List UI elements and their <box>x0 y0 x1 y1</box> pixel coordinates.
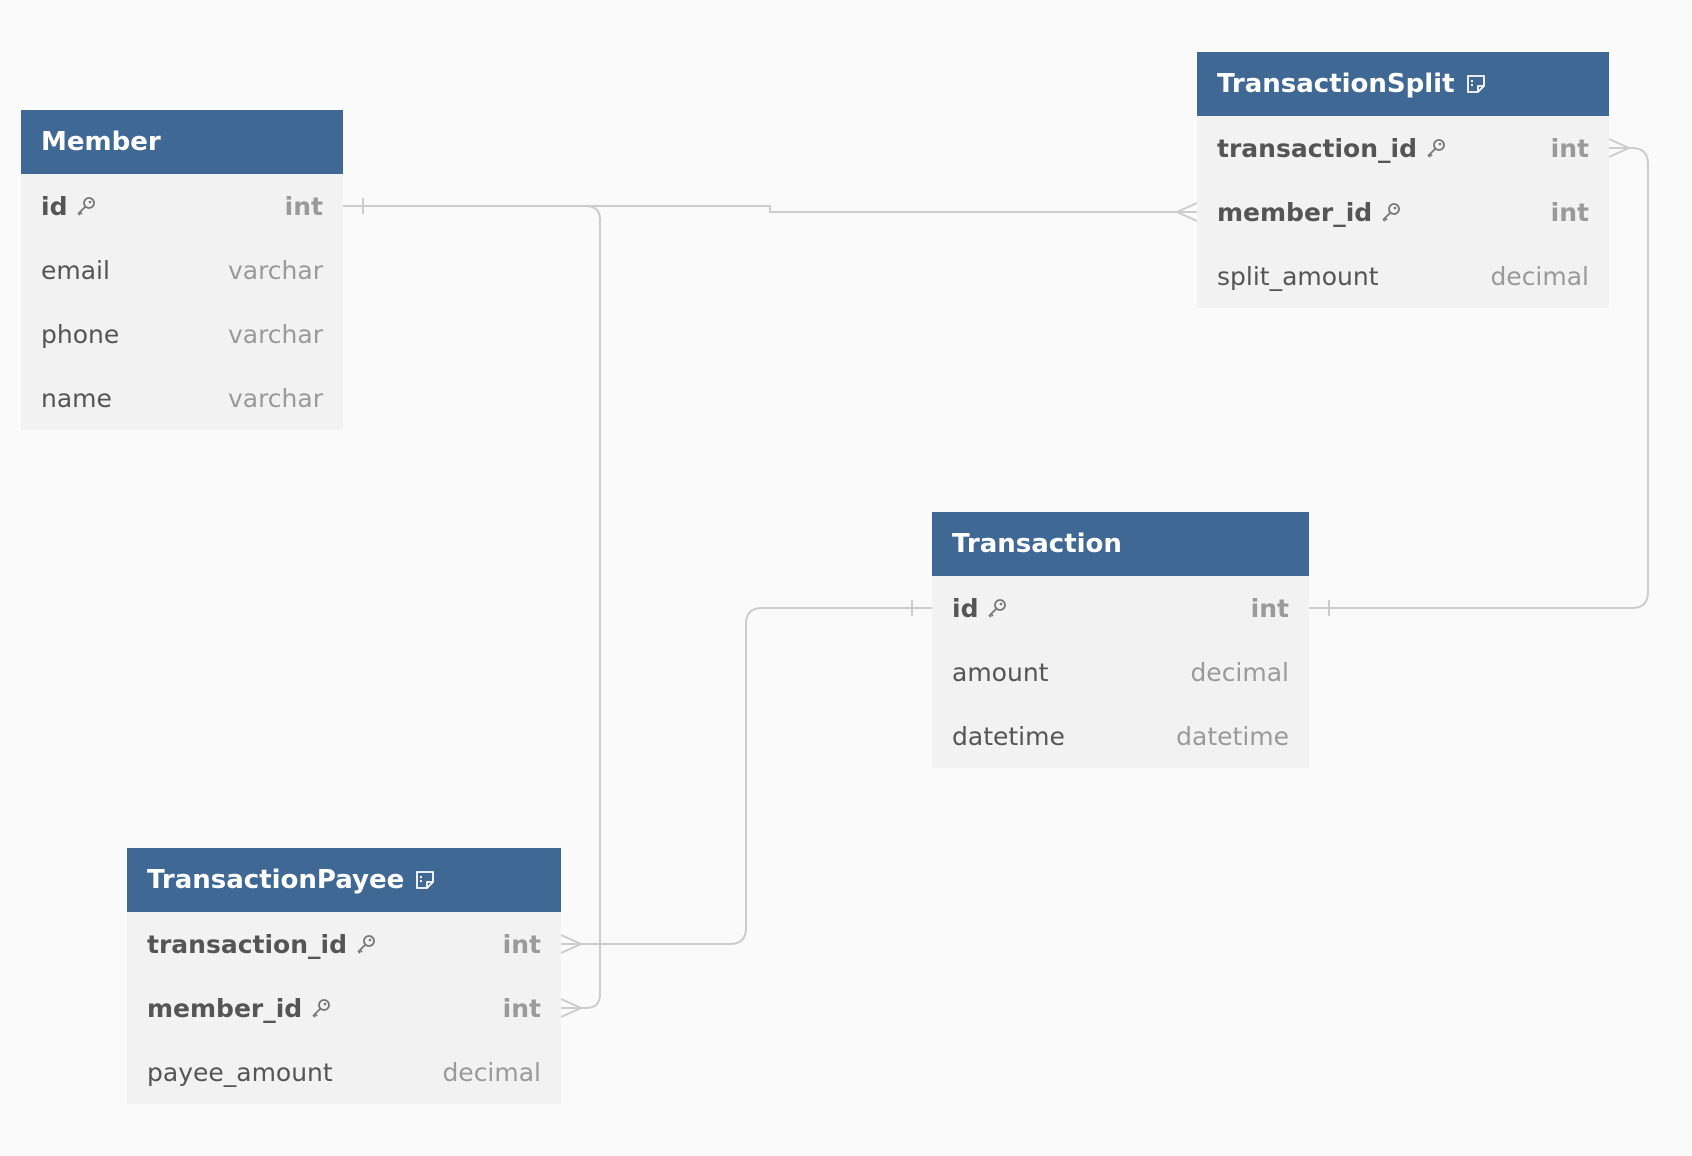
table-header-transactionpayee[interactable]: TransactionPayee <box>127 848 561 912</box>
field-name-group: member_id <box>1217 198 1402 227</box>
field-name-group: split_amount <box>1217 262 1379 291</box>
table-header-member[interactable]: Member <box>21 110 343 174</box>
field-name-group: email <box>41 256 110 285</box>
note-icon[interactable] <box>1465 73 1487 95</box>
field-name: datetime <box>952 721 1065 751</box>
field-type: int <box>502 929 541 959</box>
field-row-datetime[interactable]: datetime datetime <box>932 704 1309 768</box>
note-icon[interactable] <box>414 869 436 891</box>
key-icon <box>1425 137 1447 159</box>
many-marker <box>560 934 584 954</box>
key-icon <box>1380 201 1402 223</box>
field-name: id <box>41 191 68 221</box>
field-row-amount[interactable]: amount decimal <box>932 640 1309 704</box>
field-name: email <box>41 255 110 285</box>
connector-transaction-transactionpayee[interactable] <box>561 607 932 945</box>
field-type: varchar <box>227 319 323 349</box>
many-marker <box>560 998 584 1018</box>
table-title: Member <box>41 127 161 157</box>
field-type: int <box>502 993 541 1023</box>
many-marker <box>1608 138 1632 158</box>
field-name: payee_amount <box>147 1057 333 1087</box>
field-name-group: transaction_id <box>147 930 377 959</box>
table-header-transactionsplit[interactable]: TransactionSplit <box>1197 52 1609 116</box>
key-icon <box>355 933 377 955</box>
table-title: Transaction <box>952 529 1122 559</box>
many-marker <box>1174 202 1198 222</box>
key-icon <box>75 195 97 217</box>
field-type: decimal <box>442 1057 541 1087</box>
field-name: phone <box>41 319 120 349</box>
field-name: split_amount <box>1217 261 1379 291</box>
field-name-group: id <box>41 192 97 221</box>
field-name: transaction_id <box>1217 133 1417 163</box>
table-member[interactable]: Member id int email varchar phone varchar name v… <box>21 110 343 430</box>
field-row-transaction-id[interactable]: transaction_id int <box>1197 116 1609 180</box>
field-type: datetime <box>1176 721 1289 751</box>
field-type: varchar <box>227 255 323 285</box>
field-type: decimal <box>1190 657 1289 687</box>
field-name-group: phone <box>41 320 119 349</box>
field-row-id[interactable]: id int <box>21 174 343 238</box>
field-type: int <box>284 191 323 221</box>
table-title: TransactionPayee <box>147 865 405 895</box>
field-type: int <box>1550 133 1589 163</box>
field-type: varchar <box>227 383 323 413</box>
field-row-name[interactable]: name varchar <box>21 366 343 430</box>
field-type: int <box>1250 593 1289 623</box>
field-name: amount <box>952 657 1049 687</box>
field-row-split-amount[interactable]: split_amount decimal <box>1197 244 1609 308</box>
field-row-transaction-id[interactable]: transaction_id int <box>127 912 561 976</box>
field-name: name <box>41 383 112 413</box>
field-name-group: datetime <box>952 722 1065 751</box>
field-name-group: id <box>952 594 1008 623</box>
field-name-group: amount <box>952 658 1048 687</box>
field-type: int <box>1550 197 1589 227</box>
field-name: member_id <box>147 993 303 1023</box>
field-row-member-id[interactable]: member_id int <box>1197 180 1609 244</box>
key-icon <box>310 997 332 1019</box>
field-name-group: payee_amount <box>147 1058 333 1087</box>
field-row-email[interactable]: email varchar <box>21 238 343 302</box>
field-type: decimal <box>1490 261 1589 291</box>
key-icon <box>986 597 1008 619</box>
field-name-group: member_id <box>147 994 332 1023</box>
field-row-id[interactable]: id int <box>932 576 1309 640</box>
field-row-phone[interactable]: phone varchar <box>21 302 343 366</box>
connector-member-transactionsplit[interactable] <box>343 205 1197 213</box>
field-name: member_id <box>1217 197 1373 227</box>
field-name: transaction_id <box>147 929 347 959</box>
field-name-group: transaction_id <box>1217 134 1447 163</box>
table-title: TransactionSplit <box>1217 69 1455 99</box>
table-header-transaction[interactable]: Transaction <box>932 512 1309 576</box>
field-row-payee-amount[interactable]: payee_amount decimal <box>127 1040 561 1104</box>
field-row-member-id[interactable]: member_id int <box>127 976 561 1040</box>
field-name-group: name <box>41 384 112 413</box>
field-name: id <box>952 593 979 623</box>
